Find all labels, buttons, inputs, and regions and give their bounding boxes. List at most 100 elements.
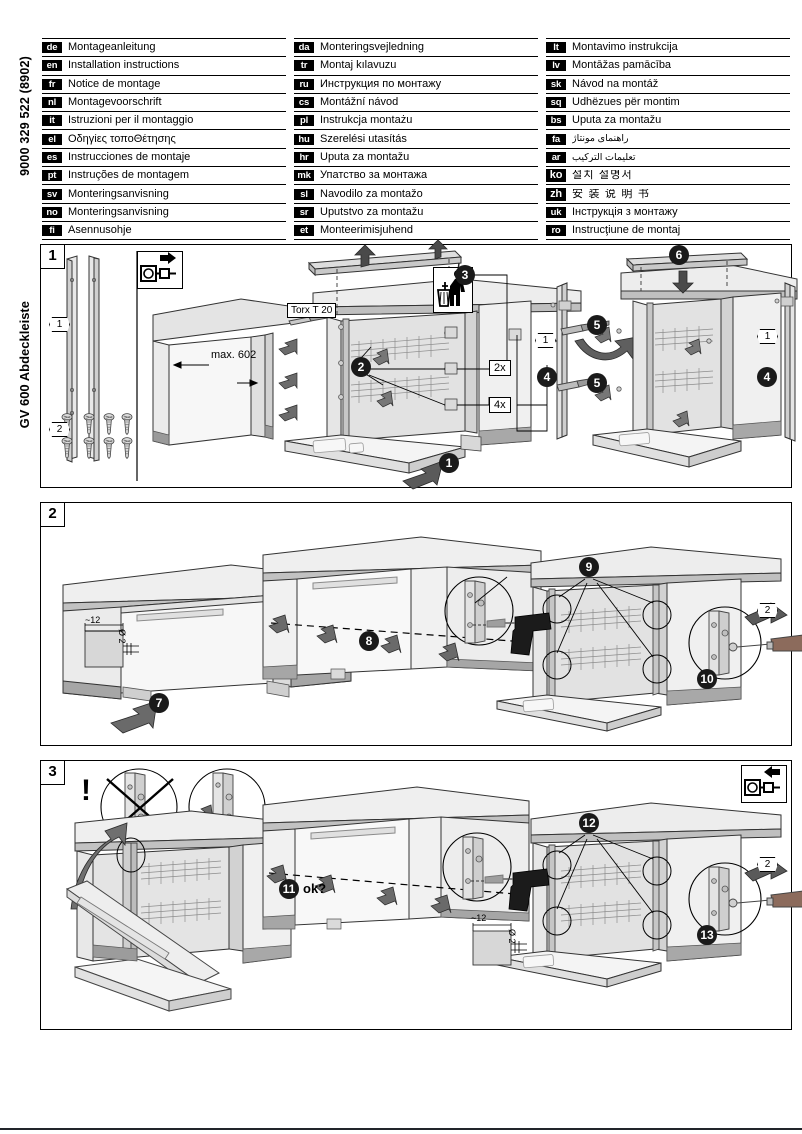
language-name-cs: Montážní návod xyxy=(320,97,399,109)
document-number-text: 9000 329 522 (8902) xyxy=(18,56,32,176)
language-name-es: Instrucciones de montaje xyxy=(68,151,191,163)
language-name-fi: Asennusohje xyxy=(68,225,132,237)
step-7-bubble: 7 xyxy=(149,693,169,713)
language-code-el: el xyxy=(42,133,62,145)
step-9-bubble: 9 xyxy=(579,557,599,577)
language-code-sv: sv xyxy=(42,188,62,200)
language-name-tr: Montaj kılavuzu xyxy=(320,60,397,72)
language-code-lt: lt xyxy=(546,42,566,54)
language-name-hu: Szerelési utasítás xyxy=(320,133,407,145)
language-name-en: Installation instructions xyxy=(68,60,180,72)
step-12-bubble: 12 xyxy=(579,813,599,833)
language-code-fr: fr xyxy=(42,78,62,90)
footer-rule xyxy=(0,1128,802,1130)
step-5-bubble-lower: 5 xyxy=(587,373,607,393)
step-5-bubble: 5 xyxy=(587,315,607,335)
language-row: el Οδηγίες τοποΘέτησης xyxy=(42,130,286,149)
step-2-bubble: 2 xyxy=(351,357,371,377)
part-marker-2: 2 xyxy=(757,603,778,618)
language-name-de: Montageanleitung xyxy=(68,42,156,54)
language-code-sl: sl xyxy=(294,188,314,200)
panel-2-linework xyxy=(62,536,802,734)
language-name-el: Οδηγίες τοποΘέτησης xyxy=(68,133,176,145)
language-row: cs Montážní návod xyxy=(294,94,538,113)
step-4-bubble: 4 xyxy=(537,367,557,387)
language-code-it: it xyxy=(42,115,62,127)
language-name-bs: Uputa za montažu xyxy=(572,115,662,127)
step-10-bubble: 10 xyxy=(697,669,717,689)
language-name-zh: 安 装 说 明 书 xyxy=(572,188,651,200)
unplug-icon xyxy=(137,251,183,289)
part-marker-1: 1 xyxy=(49,317,70,332)
panel-3-illustration: ~12 Ø 2 ! 2 11 ok? 12 13 xyxy=(41,761,802,1029)
panel-1-illustration: max. 602 Torx T 20 2x 4x 1 2 1 1 1 2 3 4… xyxy=(41,239,798,490)
language-code-et: et xyxy=(294,225,314,237)
language-code-no: no xyxy=(42,206,62,218)
part-marker-2: 2 xyxy=(49,422,70,437)
drill-diameter-label: Ø 2 xyxy=(117,629,127,644)
language-name-lt: Montavimo instrukcija xyxy=(572,42,678,54)
language-code-ar: ar xyxy=(546,151,566,163)
drill-diameter-label: Ø 2 xyxy=(507,929,517,944)
part-marker-1-far-right: 1 xyxy=(757,329,778,344)
hole-dimension-callout xyxy=(472,923,527,966)
language-code-uk: uk xyxy=(546,206,566,218)
language-name-pt: Instruções de montagem xyxy=(68,170,190,182)
language-code-zh: zh xyxy=(546,187,566,201)
language-name-sq: Udhëzues për montim xyxy=(572,97,680,109)
language-code-nl: nl xyxy=(42,97,62,109)
language-code-tr: tr xyxy=(294,60,314,72)
language-row: et Monteerimisjuhend xyxy=(294,222,538,241)
panel-number: 3 xyxy=(40,760,65,785)
language-name-nl: Montagevoorschrift xyxy=(68,97,162,109)
language-code-mk: mk xyxy=(294,170,314,182)
language-name-it: Istruzioni per il montaggio xyxy=(68,115,194,127)
language-code-pt: pt xyxy=(42,170,62,182)
dispose-bin-icon xyxy=(433,267,473,313)
language-name-ro: Instrucţiune de montaj xyxy=(572,225,681,237)
language-code-bs: bs xyxy=(546,115,566,127)
language-code-da: da xyxy=(294,42,314,54)
language-row: sv Monteringsanvisning xyxy=(42,185,286,204)
warning-icon: ! xyxy=(81,774,91,807)
step-6-bubble: 6 xyxy=(669,245,689,265)
language-name-mk: Упатство за монтажа xyxy=(320,170,428,182)
language-code-fa: fa xyxy=(546,133,566,145)
drill-depth-label: ~12 xyxy=(471,913,487,923)
language-name-sk: Návod na montáž xyxy=(572,78,659,90)
instruction-panel-3: 3 xyxy=(40,760,802,1030)
panel-3-linework xyxy=(65,768,802,1012)
product-title: GV 600 Abdeckleiste xyxy=(12,250,36,480)
language-code-ko: ko xyxy=(546,169,566,183)
language-row: it Istruzioni per il montaggio xyxy=(42,112,286,131)
part-marker-1-right: 1 xyxy=(535,333,556,348)
language-code-sk: sk xyxy=(546,78,566,90)
language-code-cs: cs xyxy=(294,97,314,109)
step-3-bubble: 3 xyxy=(455,265,475,285)
part-marker-2: 2 xyxy=(757,857,778,872)
max-dimension-label: max. 602 xyxy=(211,349,257,361)
language-name-sv: Monteringsanvisning xyxy=(68,188,169,200)
language-code-sr: sr xyxy=(294,206,314,218)
document-number: 9000 329 522 (8902) xyxy=(14,36,36,196)
language-row: mk Упатство за монтажа xyxy=(294,167,538,186)
panel-2-illustration: ~12 Ø 2 2 7 8 9 10 xyxy=(41,503,802,745)
quantity-4x-label: 4x xyxy=(489,397,511,414)
language-name-et: Monteerimisjuhend xyxy=(320,225,413,237)
